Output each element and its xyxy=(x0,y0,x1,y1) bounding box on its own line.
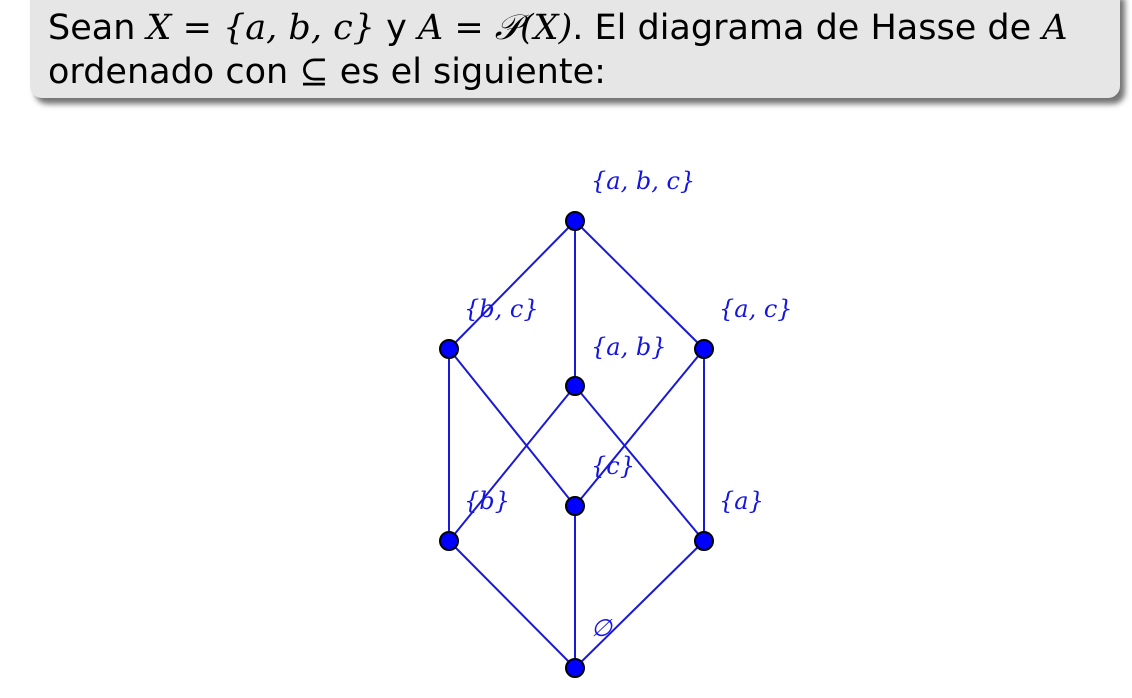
label-abc: {a, b, c} xyxy=(591,167,695,195)
label-a: {a} xyxy=(719,487,764,515)
edge-ab-a xyxy=(574,385,705,542)
statement-block xyxy=(30,0,1120,98)
node-bc xyxy=(439,339,459,359)
statement-text: Sean X = {a, b, c} y A = 𝒫(X). El diagra… xyxy=(48,6,1108,94)
line1-prefix: Sean xyxy=(48,8,136,48)
hasse-labels: {a, b, c} {b, c} {a, b} {a, c} {b} {c} {a} ∅ xyxy=(464,167,793,642)
node-ab xyxy=(565,376,585,396)
line1-suffix: . El diagrama de Hasse de xyxy=(572,8,1032,48)
edge-abc-ac xyxy=(574,220,705,350)
node-b xyxy=(439,531,459,551)
equals-1: = xyxy=(171,8,224,48)
var-x: X xyxy=(146,8,172,48)
word-y: y xyxy=(374,8,418,48)
subseteq-symbol: ⊆ xyxy=(299,52,329,92)
node-abc xyxy=(565,211,585,231)
label-bc: {b, c} xyxy=(464,295,539,323)
edge-abc-bc xyxy=(448,220,576,350)
powerset-argument: (X) xyxy=(520,8,573,48)
label-ab: {a, b} xyxy=(591,333,666,361)
line2-prefix: ordenado con xyxy=(48,52,289,92)
label-c: {c} xyxy=(591,452,635,480)
var-a-end: A xyxy=(1042,8,1068,48)
equals-2: = xyxy=(443,8,495,48)
line2-suffix: es el siguiente: xyxy=(339,52,606,92)
edge-a-empty xyxy=(574,540,705,669)
set-x: {a, b, c} xyxy=(223,8,375,48)
hasse-nodes xyxy=(439,211,714,678)
var-a: A xyxy=(417,8,444,48)
label-empty: ∅ xyxy=(591,614,613,642)
node-empty xyxy=(565,658,585,678)
node-ac xyxy=(694,339,714,359)
edge-ab-b xyxy=(448,385,576,542)
label-b: {b} xyxy=(464,487,510,515)
hasse-edges xyxy=(448,220,705,669)
edge-b-empty xyxy=(448,540,576,669)
node-c xyxy=(565,496,585,516)
edge-bc-c xyxy=(448,348,576,507)
node-a xyxy=(694,531,714,551)
label-ac: {a, c} xyxy=(719,295,793,323)
edge-ac-c xyxy=(574,348,705,507)
powerset-symbol: 𝒫 xyxy=(494,8,521,48)
